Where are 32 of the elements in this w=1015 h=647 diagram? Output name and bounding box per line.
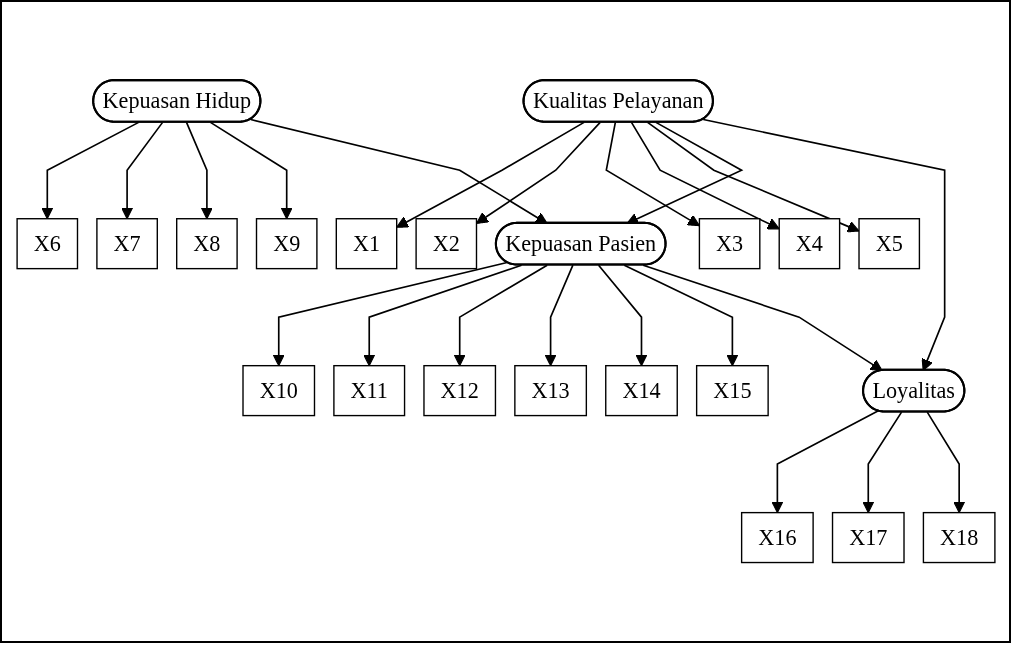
- arrow: [362, 264, 522, 367]
- arrow: [544, 264, 574, 367]
- arrow: [623, 264, 738, 367]
- arrow: [925, 411, 965, 514]
- arrow: [209, 121, 293, 220]
- arrow: [120, 121, 163, 220]
- node-box: [604, 365, 678, 417]
- arrow: [861, 411, 902, 514]
- node-box: [255, 218, 318, 270]
- node-box: [422, 365, 496, 417]
- node-box: [778, 218, 840, 270]
- node-box: [695, 365, 769, 417]
- node-box: [175, 218, 238, 270]
- node-box: [922, 512, 996, 564]
- path-diagram: Kepuasan Hidup Kualitas Pelayanan X6 X7 X8 X9 X1 X2 Kepuasan Pasien X3 X4 X5 X10 X11 X12 X13 X14 X15 Loyalitas X16 X17 X18: [5, 69, 1006, 574]
- arrow: [770, 410, 879, 514]
- node-box: [414, 218, 477, 270]
- node-box: [332, 365, 405, 417]
- node-box: [95, 218, 158, 270]
- node-box: [698, 218, 760, 270]
- arrow: [597, 264, 648, 367]
- node-box: [740, 512, 814, 564]
- node-box: [857, 218, 920, 270]
- node-box: [335, 218, 397, 270]
- node-box: [241, 365, 315, 417]
- node-box: [15, 218, 78, 270]
- arrow: [453, 264, 548, 367]
- arrow: [40, 121, 139, 220]
- arrow: [185, 121, 213, 220]
- arrow: [475, 121, 601, 225]
- node-box: [513, 365, 587, 417]
- node-box: [831, 512, 905, 564]
